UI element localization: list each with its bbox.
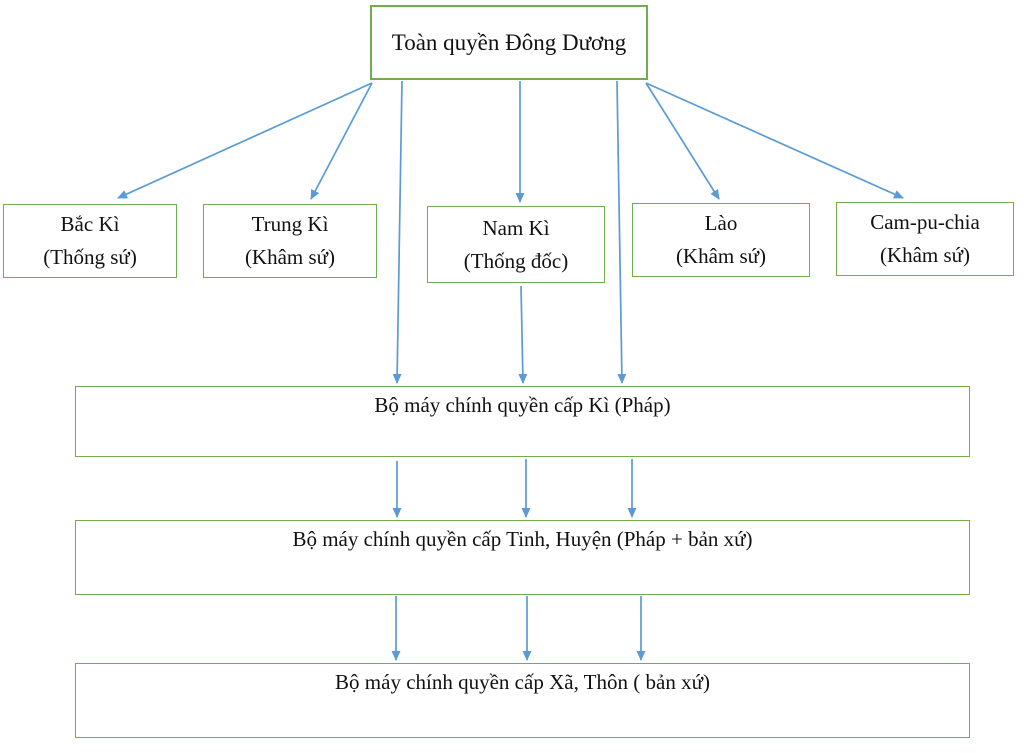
region-title: (Thống đốc) (463, 248, 569, 273)
arrow-root-to-trung-ki (310, 82, 373, 200)
node-label: Toàn quyền Đông Dương (391, 29, 627, 55)
arrow-root-to-lao (645, 82, 720, 200)
node-level-xa-thon: Bộ máy chính quyền cấp Xã, Thôn ( bản xứ… (75, 663, 970, 738)
node-lao: Lào (Khâm sứ) (632, 203, 810, 277)
arrow-root-to-level1-right (616, 80, 627, 384)
node-trung-ki: Trung Kì (Khâm sứ) (203, 204, 377, 278)
region-name: Cam-pu-chia (870, 210, 980, 235)
arrow-nam-ki-to-level1 (518, 285, 528, 384)
node-campuchia: Cam-pu-chia (Khâm sứ) (836, 202, 1014, 276)
region-title: (Khâm sứ) (675, 244, 767, 268)
node-level-tinh-huyen: Bộ máy chính quyền cấp Tinh, Huyện (Pháp… (75, 520, 970, 595)
arrow-root-to-level1-left (392, 80, 403, 384)
region-title: (Khâm sứ) (244, 245, 336, 269)
region-name: Trung Kì (251, 212, 329, 237)
region-title: (Khâm sứ) (879, 243, 971, 267)
region-name: Bắc Kì (60, 212, 120, 237)
arrow-root-to-bac-ki (117, 82, 373, 199)
arrow-root-to-campuchia (645, 82, 904, 199)
node-governor-general: Toàn quyền Đông Dương (370, 5, 648, 80)
level-label: Bộ máy chính quyền cấp Tinh, Huyện (Pháp… (292, 527, 753, 551)
level-label: Bộ máy chính quyền cấp Xã, Thôn ( bản xứ… (335, 670, 710, 694)
node-nam-ki: Nam Kì (Thống đốc) (427, 206, 605, 283)
node-bac-ki: Bắc Kì (Thống sứ) (3, 204, 177, 278)
region-title: (Thống sứ) (43, 245, 137, 269)
region-name: Lào (704, 211, 738, 236)
level-label: Bộ máy chính quyền cấp Kì (Pháp) (374, 393, 671, 417)
node-level-ki: Bộ máy chính quyền cấp Kì (Pháp) (75, 386, 970, 457)
region-name: Nam Kì (482, 215, 550, 240)
